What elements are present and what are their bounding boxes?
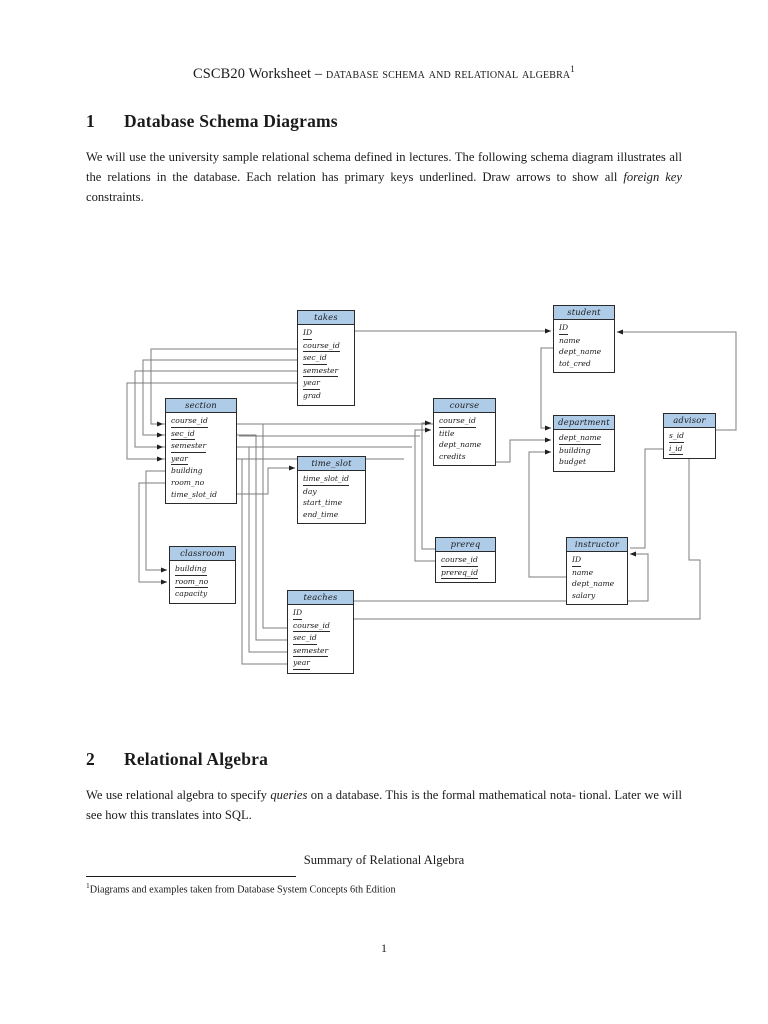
title-dash: – <box>314 65 323 82</box>
attribute-course-course_id: course_id <box>439 415 495 428</box>
attribute-time_slot-start_time: start_time <box>303 498 343 508</box>
page-number: 1 <box>381 941 387 955</box>
attribute-teaches-sec_id: sec_id <box>293 632 353 645</box>
attribute-takes-sec_id: sec_id <box>303 352 354 365</box>
attribute-classroom-room_no: room_no <box>175 576 235 589</box>
attribute-advisor-s_id: s_id <box>669 430 715 443</box>
entity-title-advisor: advisor <box>664 414 715 428</box>
attribute-section-course_id: course_id <box>171 415 236 428</box>
attribute-teaches-course_id: course_id <box>293 620 353 633</box>
entity-title-department: department <box>554 416 614 430</box>
footnote-marker: 1 <box>86 881 90 890</box>
section-1-number: 1 <box>86 111 95 131</box>
title-footnote-marker: 1 <box>570 64 575 74</box>
attribute-course-dept_name: dept_name <box>439 440 482 450</box>
attribute-student-name: name <box>559 335 581 345</box>
attribute-student-dept_name: dept_name <box>559 347 602 357</box>
attribute-student-tot_cred: tot_cred <box>559 358 591 368</box>
section-2-paragraph: We use relational algebra to specify que… <box>86 788 682 823</box>
attribute-takes-course_id: course_id <box>303 340 354 353</box>
attribute-section-semester: semester <box>171 440 236 453</box>
entity-title-prereq: prereq <box>436 538 495 552</box>
attribute-student-ID: ID <box>559 322 614 335</box>
footnote: 1Diagrams and examples taken from Databa… <box>86 881 396 895</box>
footnote-separator <box>86 876 296 877</box>
page-title: CSCB20 Worksheet – database schema and r… <box>86 64 682 83</box>
title-rest: database schema and relational algebra <box>326 65 571 82</box>
queries-emphasis: queries <box>270 788 308 802</box>
section-1-title: Database Schema Diagrams <box>124 111 338 131</box>
attribute-section-sec_id: sec_id <box>171 428 236 441</box>
title-main: CSCB20 Worksheet <box>193 65 312 82</box>
attribute-course-credits: credits <box>439 451 466 461</box>
attribute-prereq-course_id: course_id <box>441 554 495 567</box>
attribute-department-building: building <box>559 445 591 455</box>
foreign-key-emphasis: foreign key <box>623 170 682 185</box>
section-2-heading: 2 Relational Algebra <box>86 749 268 770</box>
attribute-department-dept_name: dept_name <box>559 432 614 445</box>
entity-title-time_slot: time_slot <box>298 457 365 471</box>
attribute-section-room_no: room_no <box>171 477 205 487</box>
attribute-prereq-prereq_id: prereq_id <box>441 567 495 580</box>
attribute-classroom-capacity: capacity <box>175 589 208 599</box>
attribute-advisor-i_id: i_id <box>669 443 715 456</box>
attribute-section-time_slot_id: time_slot_id <box>171 489 218 499</box>
section-1-paragraph: We will use the university sample relati… <box>86 150 682 205</box>
entity-title-instructor: instructor <box>567 538 627 552</box>
attribute-classroom-building: building <box>175 563 235 576</box>
section-2-title: Relational Algebra <box>124 749 269 769</box>
attribute-time_slot-time_slot_id: time_slot_id <box>303 473 365 486</box>
attribute-instructor-salary: salary <box>572 590 596 600</box>
entity-title-section: section <box>166 399 236 413</box>
entity-title-takes: takes <box>298 311 354 325</box>
section-2-number: 2 <box>86 749 95 769</box>
attribute-takes-grad: grad <box>303 390 321 400</box>
entity-title-student: student <box>554 306 614 320</box>
section-1-heading: 1 Database Schema Diagrams <box>86 111 338 132</box>
attribute-time_slot-end_time: end_time <box>303 509 339 519</box>
entity-title-classroom: classroom <box>170 547 235 561</box>
attribute-teaches-ID: ID <box>293 607 353 620</box>
entity-title-course: course <box>434 399 495 413</box>
entity-title-teaches: teaches <box>288 591 353 605</box>
attribute-section-year: year <box>171 453 236 466</box>
attribute-takes-year: year <box>303 377 354 390</box>
attribute-takes-ID: ID <box>303 327 354 340</box>
attribute-teaches-semester: semester <box>293 645 353 658</box>
attribute-teaches-year: year <box>293 657 353 670</box>
attribute-section-building: building <box>171 466 203 476</box>
footnote-text: Diagrams and examples taken from Databas… <box>89 884 396 896</box>
relational-algebra-summary-title: Summary of Relational Algebra <box>303 853 465 867</box>
attribute-instructor-dept_name: dept_name <box>572 579 615 589</box>
attribute-course-title: title <box>439 428 455 438</box>
attribute-department-budget: budget <box>559 457 587 467</box>
attribute-instructor-name: name <box>572 567 594 577</box>
attribute-time_slot-day: day <box>303 486 317 496</box>
attribute-takes-semester: semester <box>303 365 354 378</box>
attribute-instructor-ID: ID <box>572 554 627 567</box>
